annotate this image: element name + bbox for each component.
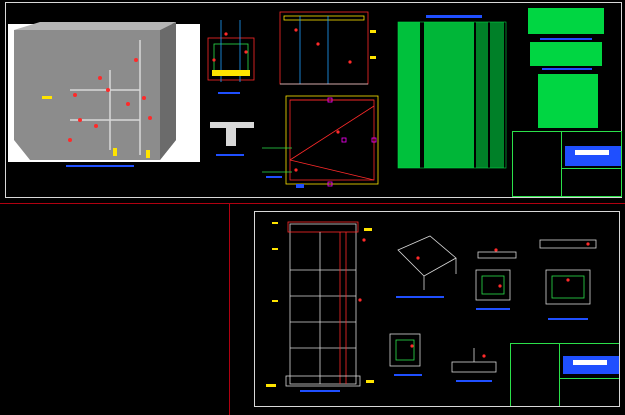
tank-elevation-top[interactable]: [279, 11, 376, 85]
quantity-table-main[interactable]: [397, 15, 507, 169]
annotation-markers: [212, 28, 590, 358]
tank-elevation-bottom[interactable]: [285, 221, 361, 392]
title-block-top[interactable]: [512, 131, 622, 197]
title-block-top-header: [565, 146, 621, 166]
valve-box-detail[interactable]: [207, 20, 255, 94]
sheet-divider-horizontal: [0, 203, 625, 204]
drawing-sheet-bottom[interactable]: [254, 211, 620, 407]
section-detail-small[interactable]: [262, 147, 292, 178]
tank-plan-view[interactable]: [285, 95, 379, 188]
sheet-divider-vertical: [229, 204, 230, 415]
valve-chamber-detail[interactable]: [389, 333, 422, 376]
manhole-detail-1[interactable]: [475, 251, 517, 310]
render-tags: [42, 96, 150, 158]
support-detail[interactable]: [210, 122, 254, 156]
drawing-sheet-top[interactable]: [5, 2, 622, 198]
foundation-detail[interactable]: [451, 348, 497, 382]
dimension-tags: [266, 222, 374, 387]
title-block-bottom-rows: [559, 378, 619, 379]
title-block-bottom-divider: [559, 344, 560, 406]
quantity-table-1[interactable]: [528, 8, 604, 40]
quantity-table-3[interactable]: [538, 74, 598, 128]
title-block-bottom-label: [573, 360, 607, 365]
pipe-section-isometric[interactable]: [396, 235, 457, 298]
quantity-table-2[interactable]: [530, 42, 602, 70]
manhole-detail-2[interactable]: [539, 239, 597, 320]
rock-wall-render: [14, 22, 176, 160]
title-block-top-label: [575, 150, 609, 155]
title-block-top-divider: [561, 132, 562, 196]
render-markers: [68, 58, 152, 142]
title-block-top-rows: [561, 168, 621, 169]
render-panel[interactable]: [8, 22, 200, 167]
render-caption-bar: [66, 165, 134, 167]
